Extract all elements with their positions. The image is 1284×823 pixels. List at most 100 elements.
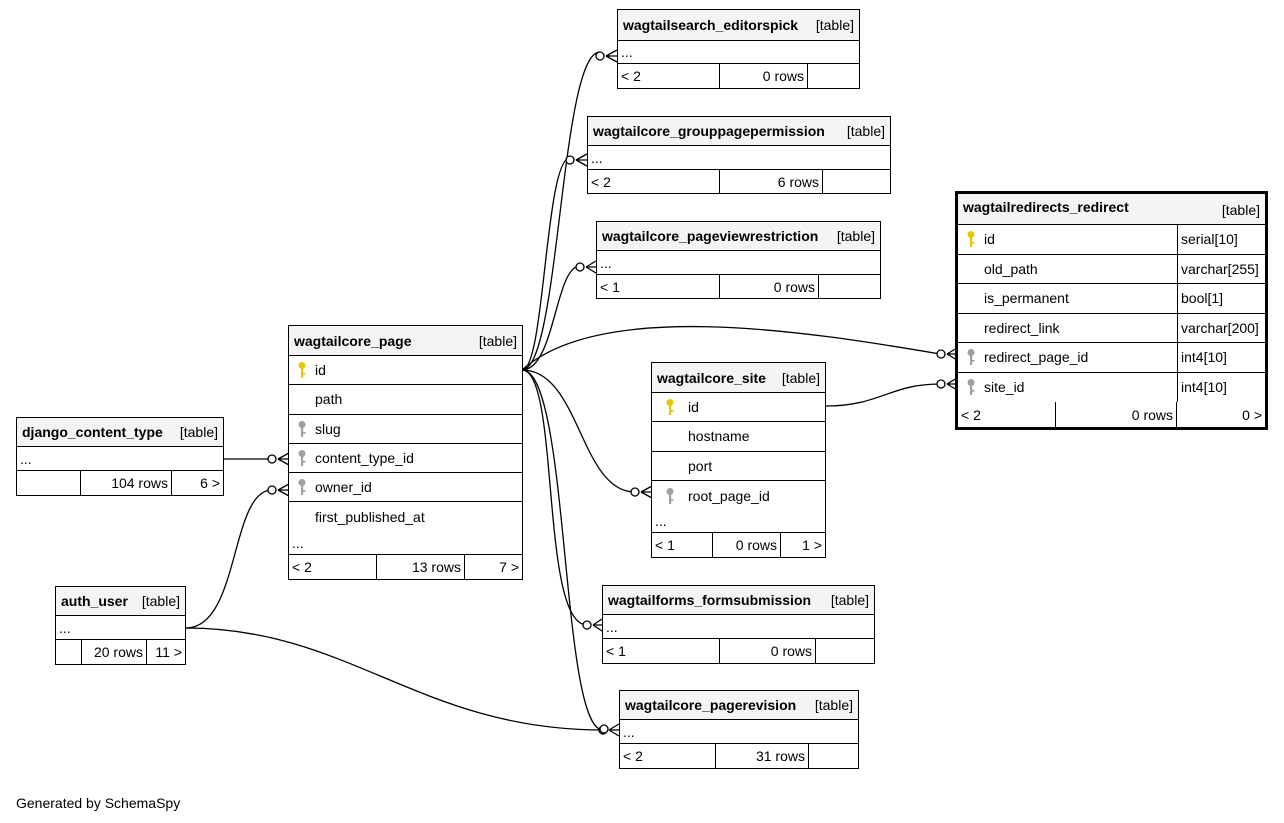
column-name: id: [315, 362, 326, 379]
column-name: owner_id: [315, 479, 372, 496]
children-count[interactable]: 11 >: [146, 640, 185, 664]
table-type: [table]: [478, 332, 517, 349]
parents-count[interactable]: < 2: [623, 748, 643, 764]
table-name[interactable]: wagtailcore_grouppagepermission: [593, 123, 825, 139]
relation-page-grouppagepermission: [521, 157, 571, 371]
relation-page-site: [521, 369, 636, 493]
row-count: 104 rows: [80, 471, 171, 495]
column-row[interactable]: content_type_id: [289, 444, 522, 474]
parents-count[interactable]: < 2: [292, 558, 312, 575]
table-type: [table]: [1221, 202, 1260, 218]
children-count[interactable]: [808, 744, 858, 768]
table-name[interactable]: auth_user: [61, 593, 128, 609]
parents-count[interactable]: [56, 640, 81, 664]
table-type: [table]: [179, 424, 218, 440]
parents-count[interactable]: < 1: [655, 537, 675, 554]
relation-page-pagerevision: [521, 369, 604, 731]
columns-ellipsis: ...: [623, 723, 635, 740]
column-name: old_path: [984, 260, 1038, 277]
table-name[interactable]: wagtailcore_pageviewrestriction: [602, 228, 819, 244]
table-name[interactable]: wagtailforms_formsubmission: [608, 592, 812, 608]
table-auth-user[interactable]: auth_user [table] ... 20 rows 11 >: [55, 586, 186, 665]
fk-endpoint-site-root: [630, 485, 653, 499]
table-wagtailcore-pagerevision[interactable]: wagtailcore_pagerevision [table] ... < 2…: [619, 690, 859, 769]
primary-key-icon: [289, 361, 315, 379]
table-wagtailforms-formsubmission[interactable]: wagtailforms_formsubmission [table] ... …: [602, 585, 875, 664]
column-row[interactable]: root_page_id: [652, 481, 825, 510]
column-name: redirect_page_id: [984, 349, 1089, 366]
column-type: varchar[255]: [1177, 254, 1265, 283]
column-row[interactable]: slug: [289, 415, 522, 444]
column-name: port: [688, 457, 713, 474]
column-row[interactable]: owner_id: [289, 473, 522, 503]
column-row[interactable]: first_published_at: [289, 502, 522, 531]
primary-key-icon: [958, 230, 984, 248]
fk-endpoint-editorspick: [595, 49, 618, 63]
relation-page-editorspick: [521, 51, 601, 371]
columns-ellipsis: ...: [591, 149, 603, 166]
table-name[interactable]: django_content_type: [22, 424, 163, 440]
parents-count[interactable]: < 2: [961, 406, 981, 423]
columns-ellipsis: ...: [655, 513, 667, 530]
children-count[interactable]: [822, 170, 890, 193]
fk-endpoint-pagerevision: [598, 723, 620, 737]
table-wagtailcore-pageviewrestriction[interactable]: wagtailcore_pageviewrestriction [table] …: [596, 221, 881, 299]
column-name: redirect_link: [984, 319, 1060, 336]
children-count[interactable]: [815, 639, 874, 663]
row-count: 0 rows: [719, 639, 815, 663]
table-type: [table]: [814, 697, 853, 713]
row-count: 0 rows: [719, 64, 807, 88]
parents-count[interactable]: < 2: [591, 173, 611, 190]
column-row[interactable]: redirect_page_id int4[10]: [958, 343, 1265, 373]
row-count: 31 rows: [715, 744, 808, 768]
columns-ellipsis: ...: [59, 619, 71, 636]
primary-key-icon: [652, 398, 688, 416]
table-type: [table]: [815, 17, 854, 33]
table-name[interactable]: wagtailcore_site: [657, 369, 766, 386]
children-count[interactable]: 1 >: [780, 533, 825, 558]
foreign-key-icon: [289, 478, 315, 496]
column-row[interactable]: path: [289, 385, 522, 415]
column-type: bool[1]: [1177, 284, 1265, 313]
table-name[interactable]: wagtailcore_pagerevision: [625, 697, 797, 713]
column-row[interactable]: old_path varchar[255]: [958, 254, 1265, 284]
children-count[interactable]: 0 >: [1176, 402, 1265, 427]
fk-endpoint-redirect-site: [936, 377, 958, 391]
table-name[interactable]: wagtailredirects_redirect: [963, 199, 1129, 215]
foreign-key-icon: [958, 348, 984, 366]
fk-endpoint-pageviewrestriction: [575, 260, 597, 274]
column-type: int4[10]: [1177, 343, 1265, 372]
table-django-content-type[interactable]: django_content_type [table] ... 104 rows…: [16, 417, 224, 496]
column-type: int4[10]: [1177, 372, 1265, 402]
relation-authuser-pagerevision: [185, 627, 604, 731]
row-count: 20 rows: [81, 640, 146, 664]
parents-count[interactable]: < 1: [600, 278, 620, 295]
table-name[interactable]: wagtailcore_page: [294, 332, 412, 349]
row-count: 0 rows: [712, 533, 780, 558]
children-count[interactable]: 6 >: [171, 471, 223, 495]
relation-site-redirect: [825, 383, 941, 407]
column-name: id: [688, 399, 699, 416]
column-row[interactable]: port: [652, 452, 825, 481]
parents-count[interactable]: < 2: [621, 68, 641, 84]
column-row[interactable]: id: [652, 393, 825, 423]
children-count[interactable]: 7 >: [464, 554, 522, 579]
table-name[interactable]: wagtailsearch_editorspick: [623, 17, 799, 33]
table-wagtailcore-grouppagepermission[interactable]: wagtailcore_grouppagepermission [table] …: [587, 116, 891, 194]
column-row[interactable]: hostname: [652, 422, 825, 452]
table-type: [table]: [141, 593, 180, 609]
children-count[interactable]: [818, 275, 880, 298]
parents-count[interactable]: < 1: [606, 643, 626, 659]
column-row[interactable]: id: [289, 356, 522, 386]
parents-count[interactable]: [17, 471, 80, 495]
table-wagtailsearch-editorspick[interactable]: wagtailsearch_editorspick [table] ... < …: [617, 9, 860, 89]
children-count[interactable]: [807, 64, 859, 88]
